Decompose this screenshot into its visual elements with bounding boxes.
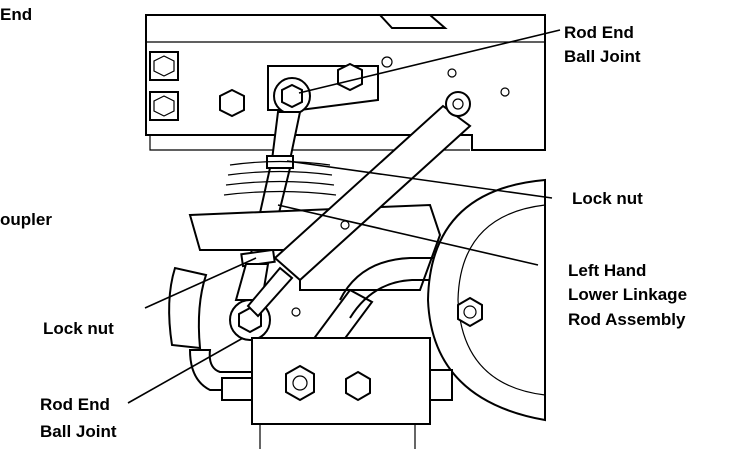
label-linkage-3: Rod Assembly: [568, 310, 686, 329]
valve-block-lower: [259, 424, 416, 449]
label-lock-nut-left: Lock nut: [43, 319, 114, 338]
leader-rod-end-top: [298, 29, 561, 94]
label-linkage-1: Left Hand: [568, 261, 646, 280]
upper-rod-end-eye: [273, 77, 311, 115]
upper-rod-end-shank: [270, 111, 302, 161]
leader-linkage-rod: [277, 204, 539, 266]
drum-hex-hub: [457, 296, 483, 328]
leader-lock-nut-left: [144, 257, 257, 309]
label-coupler-partial: oupler: [0, 210, 52, 229]
upper-rod-end-nut: [281, 83, 303, 109]
mount-hole-1: [291, 307, 301, 317]
bracket-hex-nut: [337, 62, 363, 92]
frame-hex-bolt-1: [149, 51, 179, 81]
valve-right-fitting: [429, 369, 453, 401]
cylinder-body: [273, 104, 472, 282]
label-top-left-partial: End: [0, 5, 32, 24]
top-bracket: [377, 14, 448, 29]
cylinder-top-eye: [445, 91, 471, 117]
drum-hub-center: [463, 305, 477, 319]
frame-hole-1: [381, 56, 393, 68]
cylinder-top-pin: [452, 98, 464, 110]
frame-hole-3: [500, 87, 510, 97]
label-linkage-2: Lower Linkage: [568, 285, 687, 304]
label-rod-end-bottom-2: Ball Joint: [40, 422, 117, 441]
callout-labels: End oupler Rod End Ball Joint Lock nut L…: [0, 5, 687, 441]
valve-nut-1: [285, 364, 315, 402]
leader-rod-end-bottom: [127, 337, 244, 404]
valve-block: [251, 337, 431, 425]
label-rod-end-top-2: Ball Joint: [564, 47, 641, 66]
label-rod-end-top-1: Rod End: [564, 23, 634, 42]
frame-inner-edge: [146, 41, 545, 151]
cylinder-rod: [246, 266, 294, 318]
label-lock-nut-right: Lock nut: [572, 189, 643, 208]
frame-hex-nut: [219, 88, 245, 118]
frame-hex-bolt-2: [149, 91, 179, 121]
machine-drawing: [145, 14, 546, 449]
hydraulic-hose: [339, 257, 460, 319]
drum: [426, 178, 546, 422]
valve-side-fitting: [221, 377, 253, 401]
coupler-arm: [168, 266, 208, 350]
valve-nut-2: [345, 370, 371, 402]
valve-nut-1-center: [292, 375, 308, 391]
leader-lock-nut-right: [286, 160, 553, 199]
label-rod-end-bottom-1: Rod End: [40, 395, 110, 414]
frame-hole-2: [447, 68, 457, 78]
drum-rim: [457, 204, 546, 396]
leader-lines: [127, 29, 561, 404]
spring-coil: [223, 160, 337, 196]
